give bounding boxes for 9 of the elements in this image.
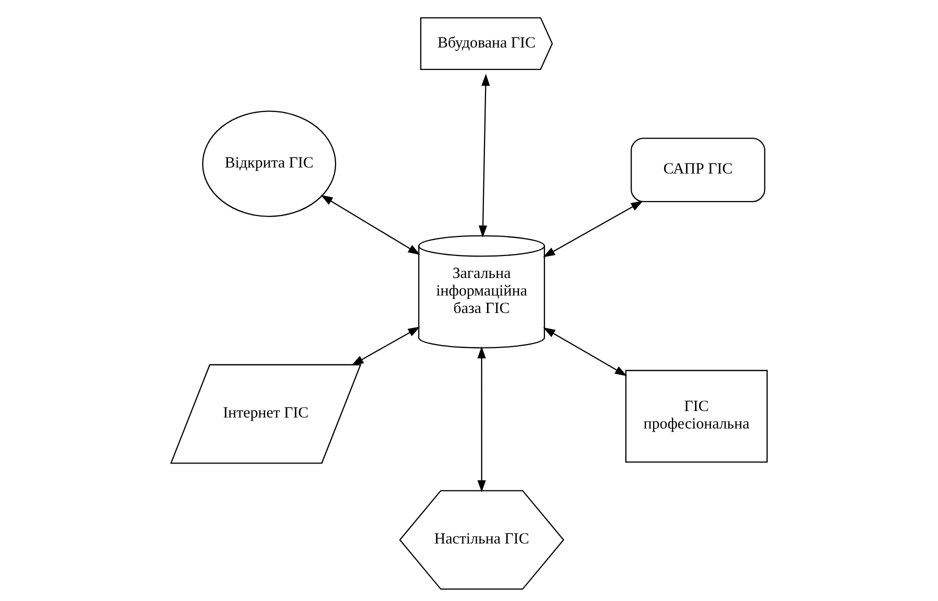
arrow xyxy=(478,74,490,238)
node-box: ГІС професіональна xyxy=(625,370,768,463)
node-ellipse: Відкрита ГІС xyxy=(202,110,336,217)
node-box: САПР ГІС xyxy=(630,138,766,202)
arrow xyxy=(320,194,420,255)
arrow xyxy=(542,200,644,258)
arrow xyxy=(477,346,486,492)
arrow xyxy=(351,326,420,366)
arrow xyxy=(543,327,628,376)
